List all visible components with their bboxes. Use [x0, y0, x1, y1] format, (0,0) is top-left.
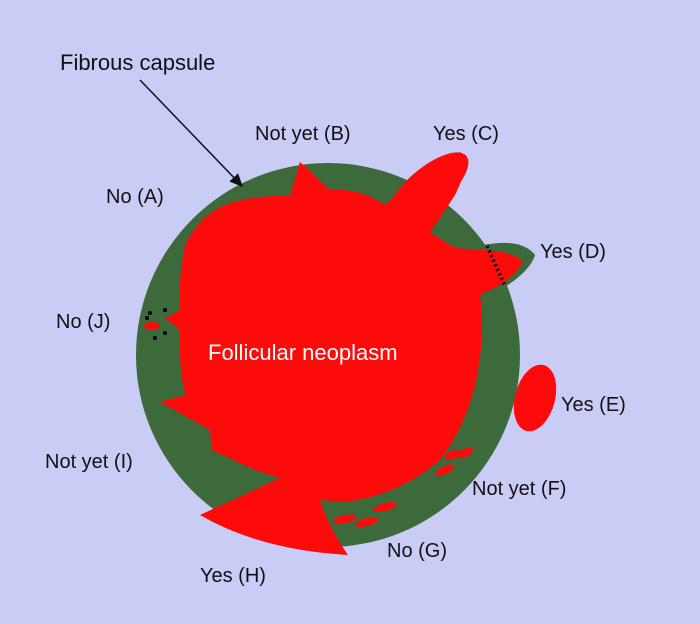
dotted-line-d: [485, 245, 507, 287]
label-i: Not yet (I): [45, 451, 133, 473]
capsule-arrow: [139, 79, 244, 188]
follicular-neoplasm: [160, 152, 523, 555]
label-j: No (J): [56, 311, 110, 333]
label-d: Yes (D): [540, 241, 606, 263]
label-h: Yes (H): [200, 565, 266, 587]
label-c: Yes (C): [433, 123, 499, 145]
label-f: Not yet (F): [472, 478, 566, 500]
label-e: Yes (E): [561, 394, 626, 416]
dots-j: [145, 308, 167, 340]
label-b: Not yet (B): [255, 123, 351, 145]
label-g: No (G): [387, 540, 447, 562]
island-j: [144, 322, 160, 330]
islands-g: [333, 502, 397, 527]
center-label: Follicular neoplasm: [208, 340, 398, 365]
nodule-e: [513, 364, 557, 432]
fibrous-capsule-label: Fibrous capsule: [60, 50, 215, 75]
islands-f: [435, 447, 474, 476]
label-a: No (A): [106, 186, 164, 208]
neoplasm-lobe-c: [387, 152, 469, 224]
